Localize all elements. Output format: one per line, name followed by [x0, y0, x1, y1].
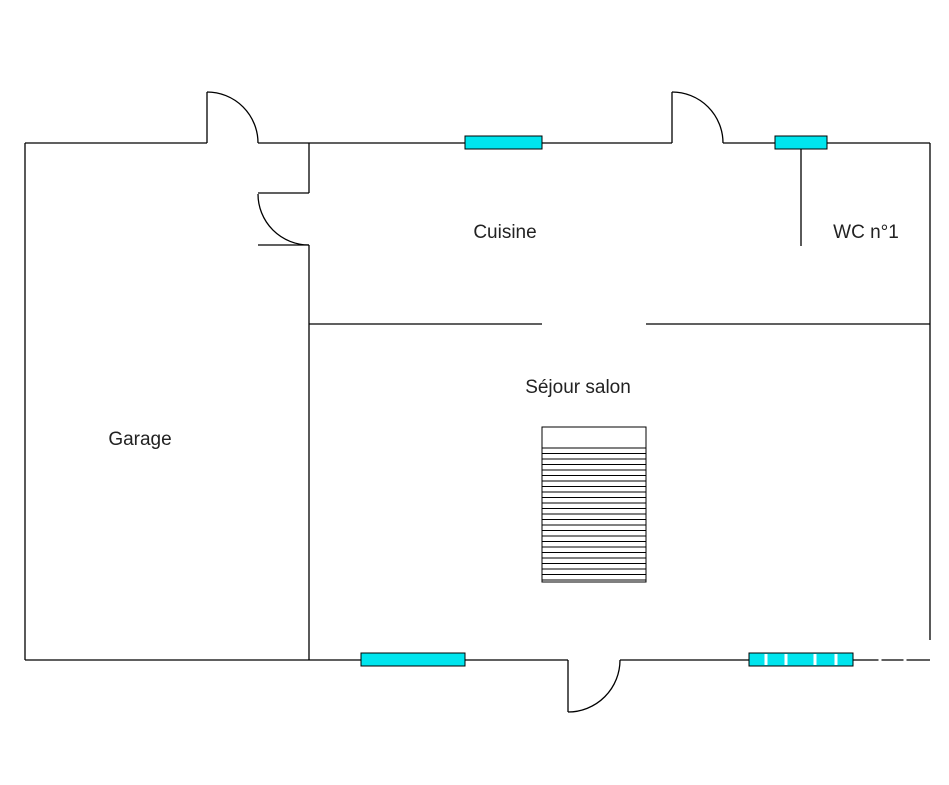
door-living-bottom: [567, 659, 621, 713]
window-living-left: [360, 652, 466, 667]
doors: [206, 91, 724, 713]
room-label-wc: WC n°1: [833, 222, 899, 243]
door-kitchen-top: [671, 91, 724, 144]
room-label-garage: Garage: [108, 429, 171, 450]
room-label-cuisine: Cuisine: [473, 222, 536, 243]
window-wc: [774, 135, 828, 150]
windows: [360, 135, 907, 667]
staircase: [541, 426, 647, 583]
window-living-right: [748, 652, 854, 667]
door-garage-interior: [257, 193, 310, 246]
wall-bottom-right-dashes: [878, 656, 907, 664]
room-label-sejour: Séjour salon: [525, 377, 631, 398]
stair-outline: [541, 426, 647, 583]
window-kitchen: [464, 135, 543, 150]
door-garage-top: [206, 91, 259, 144]
walls: [24, 142, 931, 661]
stair-treads: [542, 447, 646, 581]
